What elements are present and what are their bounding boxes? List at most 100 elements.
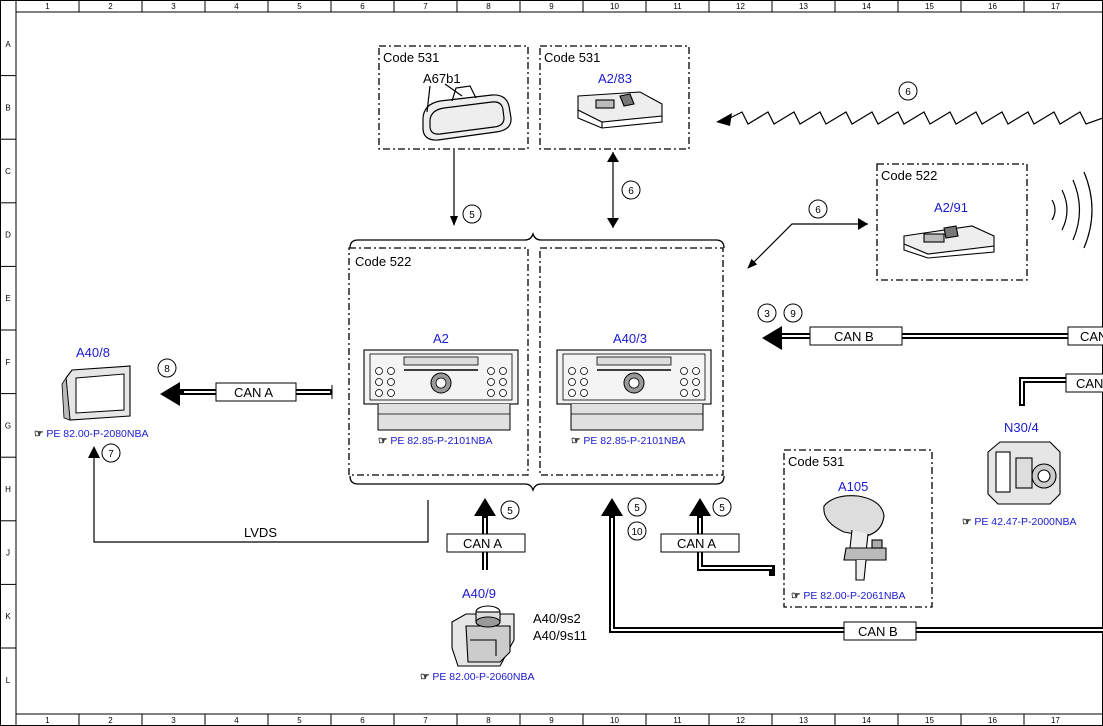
can-b-top-right-label: CAN	[1080, 329, 1103, 344]
grid-column-label: 5	[297, 2, 302, 11]
grid-row-label: D	[5, 231, 11, 240]
callout-5-a409-text: 5	[507, 506, 513, 517]
grid-row-label: L	[6, 676, 11, 685]
callout-5-a409	[500, 500, 520, 520]
callout-5-a67b1	[462, 204, 482, 224]
callout-6-a283-text: 6	[628, 186, 634, 197]
grid-column-label: 15	[925, 716, 934, 725]
grid-column-label: 13	[799, 2, 808, 11]
grid-column-label: 10	[610, 2, 619, 11]
a408-group: A40/8 ☞ PE 82.00-P-2080NBA	[34, 345, 149, 440]
n304-ref-link[interactable]: ☞ PE 42.47-P-2000NBA	[962, 516, 1077, 528]
top-brace	[349, 231, 725, 249]
grid-column-label: 2	[108, 716, 113, 725]
grid-column-label: 12	[736, 2, 745, 11]
can-a-a409-label: CAN A	[463, 536, 502, 551]
grid-column-label: 17	[1051, 2, 1060, 11]
callout-3-text: 3	[764, 309, 770, 320]
grid-column-label: 6	[360, 716, 365, 725]
a409-sub2: A40/9s11	[533, 628, 587, 643]
a105-name: A105	[838, 479, 868, 494]
grid-column-label: 5	[297, 716, 302, 725]
grid-row-label: E	[5, 294, 10, 303]
grid-column-label: 12	[736, 716, 745, 725]
callout-6-top	[898, 81, 918, 101]
grid-row-label: K	[5, 612, 11, 621]
callout-6-a291-text: 6	[815, 205, 821, 216]
n304-group: N30/4 ☞ PE 42.47-P-2000NBA	[962, 420, 1077, 528]
control-module-icon	[903, 225, 995, 259]
grid-column-label: 3	[171, 2, 176, 11]
callout-5-a67b1-text: 5	[469, 210, 475, 221]
a408-name: A40/8	[76, 345, 110, 360]
a105-ref-link[interactable]: ☞ PE 82.00-P-2061NBA	[791, 590, 906, 602]
a67b1-name: A67b1	[423, 71, 461, 86]
grid-row-label: G	[5, 421, 11, 430]
a409-ref-link[interactable]: ☞ PE 82.00-P-2060NBA	[420, 671, 535, 683]
callout-9	[783, 303, 803, 323]
a409-name: A40/9	[462, 586, 496, 601]
grid-column-label: 14	[862, 2, 871, 11]
can-b-top-box	[809, 326, 903, 346]
bottom-brace	[349, 475, 725, 493]
a408-ref-link[interactable]: ☞ PE 82.00-P-2080NBA	[34, 428, 149, 440]
callout-9-text: 9	[790, 309, 796, 320]
selector-lever-icon	[823, 495, 887, 581]
can-a-left-box	[215, 382, 297, 402]
a291-code-label: Code 522	[881, 168, 937, 183]
a291-name: A2/91	[934, 200, 968, 215]
grid-column-label: 3	[171, 716, 176, 725]
rearview-mirror-sensor-icon	[422, 83, 512, 141]
grid-column-label: 4	[234, 716, 239, 725]
callout-10-text: 10	[631, 527, 643, 538]
grid-row-label: B	[5, 103, 10, 112]
grid-column-label: 11	[673, 2, 682, 11]
callout-8-text: 8	[164, 364, 170, 375]
grid-column-label: 1	[45, 2, 50, 11]
a409-sub1: A40/9s2	[533, 611, 581, 626]
a2-name: A2	[433, 331, 449, 346]
abs-unit-icon	[987, 441, 1061, 505]
grid-row-label: F	[6, 358, 11, 367]
grid-column-label: 15	[925, 2, 934, 11]
grid-column-label: 8	[486, 2, 491, 11]
head-unit-icon	[363, 349, 519, 431]
a291-to-a403-connection	[747, 218, 868, 269]
a283-group: Code 531 A2/83	[539, 45, 690, 150]
grid-column-label: 13	[799, 716, 808, 725]
grid-column-label: 7	[423, 2, 428, 11]
callout-6-top-text: 6	[905, 87, 911, 98]
callouts	[101, 81, 918, 541]
can-b-bottom-label: CAN B	[858, 624, 898, 639]
a2-ref-link[interactable]: ☞ PE 82.85-P-2101NBA	[378, 435, 493, 447]
can-b-bottom-line	[601, 498, 1103, 633]
a291-group: Code 522 A2/91	[876, 163, 1028, 281]
callout-6-a291	[808, 199, 828, 219]
callout-3	[757, 303, 777, 323]
a409-group: A40/9 A40/9s2 A40/9s11 ☞ PE 82.00-P-2060…	[420, 586, 587, 683]
callout-7-text: 7	[108, 449, 114, 460]
a105-group: Code 531 A105 ☞ PE 82.00-P-2061NBA	[783, 449, 933, 608]
grid-column-label: 9	[549, 716, 554, 725]
callout-10	[627, 521, 647, 541]
callout-8	[157, 358, 177, 378]
lvds-line	[88, 446, 429, 543]
a283-to-a403-connection	[607, 152, 619, 228]
head-unit-icon	[556, 349, 712, 431]
grid-column-label: 16	[988, 716, 997, 725]
a403-name: A40/3	[613, 331, 647, 346]
can-a-a105-box	[660, 533, 740, 553]
control-knob-icon	[451, 605, 515, 667]
a283-name: A2/83	[598, 71, 632, 86]
can-b-top-label: CAN B	[834, 329, 874, 344]
display-icon	[61, 365, 131, 421]
callout-5-a105-text: 5	[719, 503, 725, 514]
grid-row-label: J	[6, 549, 10, 558]
grid-column-label: 10	[610, 716, 619, 725]
callout-6-a283	[621, 180, 641, 200]
a403-ref-link[interactable]: ☞ PE 82.85-P-2101NBA	[571, 435, 686, 447]
can-n304-box	[1065, 373, 1103, 393]
grid-column-label: 17	[1051, 716, 1060, 725]
lvds-label: LVDS	[244, 525, 277, 540]
wireless-link	[716, 111, 1103, 126]
